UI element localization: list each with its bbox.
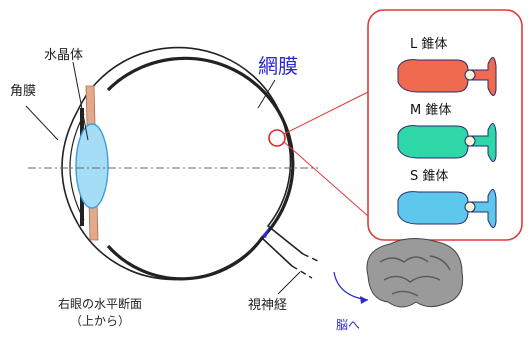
- zoom-line-top: [283, 91, 369, 135]
- optic-nerve-leader: [277, 271, 301, 295]
- lens-leader: [72, 61, 89, 141]
- cone-M-label: M 錐体: [410, 103, 452, 118]
- figure-caption: 右眼の水平断面 （上から）: [40, 296, 160, 330]
- caption-line-1: 右眼の水平断面: [57, 297, 142, 311]
- iris-top: [80, 108, 84, 142]
- optic-nerve: [291, 253, 321, 279]
- brain-image: [366, 238, 464, 308]
- cornea-leader: [25, 105, 59, 141]
- fovea-highlight-circle: [268, 129, 286, 147]
- optic-nerve-label: 視神経: [248, 298, 288, 313]
- cone-L-icon: [397, 57, 497, 96]
- caption-line-2: （上から）: [69, 314, 130, 328]
- cone-L-label: L 錐体: [410, 37, 448, 52]
- retina-label: 網膜: [258, 54, 298, 78]
- retina-layer: [106, 56, 295, 281]
- cone-S-icon: [397, 189, 497, 228]
- zoom-line-bottom: [283, 141, 369, 217]
- sclera-outline: [77, 46, 304, 281]
- optic-disc-marker: [262, 226, 270, 238]
- cornea-label: 角膜: [10, 84, 37, 99]
- retina-leader: [257, 79, 276, 109]
- cone-M-icon: [397, 123, 497, 162]
- lens-shape: [75, 123, 109, 209]
- to-brain-arrow: [333, 271, 369, 301]
- lens-label: 水晶体: [44, 48, 84, 63]
- to-brain-label: 脳へ: [336, 318, 361, 332]
- to-brain-arrowhead: [360, 296, 368, 304]
- cone-S-label: S 錐体: [410, 169, 449, 184]
- iris-bottom: [80, 194, 84, 226]
- cornea-inner: [69, 113, 85, 221]
